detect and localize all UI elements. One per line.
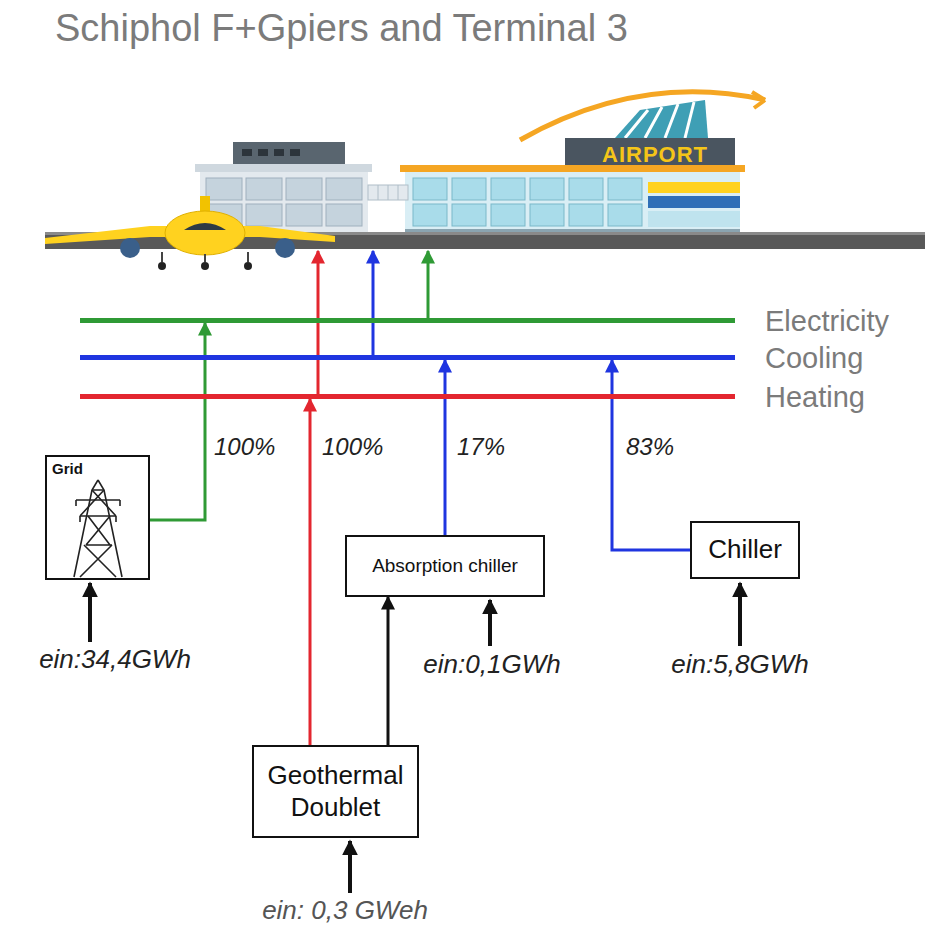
supply-line: Heating: [80, 394, 735, 399]
airplane: [201, 262, 209, 270]
pier-building: [274, 149, 284, 156]
percentage-label: 100%: [214, 433, 275, 462]
terminal-building: [491, 204, 525, 226]
terminal-building: [413, 178, 642, 226]
pylon-icon: [74, 480, 122, 577]
supply-arrow: [372, 251, 375, 355]
node-label: Grid: [52, 460, 83, 478]
pier-building: [368, 185, 408, 200]
flow-arrow: [612, 360, 690, 550]
terminal-building: [400, 138, 745, 245]
supply-line: Electricity: [80, 318, 735, 323]
arch-roof: [520, 92, 765, 140]
pier-building: [378, 185, 398, 200]
input-arrow: [488, 600, 492, 646]
percentage-label: 17%: [457, 433, 505, 462]
airplane: [244, 262, 252, 270]
pier-building: [246, 204, 282, 226]
pylon-icon: [80, 490, 116, 577]
node-label: Geothermal Doublet: [260, 760, 411, 822]
input-arrow: [348, 841, 352, 893]
percentage-label: 83%: [626, 433, 674, 462]
node-label: Electricity: [765, 303, 889, 338]
input-arrow: [738, 583, 742, 646]
terminal-building: [569, 178, 603, 200]
pier-building: [290, 149, 300, 156]
arch-roof: [520, 92, 765, 140]
terminal-building: [608, 204, 642, 226]
terminal-building: [648, 211, 740, 227]
pier-building: [206, 178, 242, 200]
equipment-box: Geothermal Doublet: [252, 745, 419, 838]
pylon-icon: [74, 480, 122, 577]
airplane: [165, 211, 245, 255]
airplane: [275, 238, 295, 258]
arch-roof: [625, 102, 694, 138]
pylon-icon: [76, 500, 120, 522]
flow-arrow: [444, 360, 447, 535]
equipment-box: Grid: [45, 455, 150, 580]
airplane: [45, 196, 335, 270]
terminal-building: [413, 178, 447, 200]
terminal-building: [648, 182, 740, 193]
pier-building: [286, 204, 322, 226]
percentage-label: 100%: [322, 433, 383, 462]
terminal-building: [530, 204, 564, 226]
pier-building: [258, 149, 268, 156]
terminal-building: [491, 178, 525, 200]
flow-arrow: [150, 323, 205, 520]
node-label: Absorption chiller: [372, 555, 518, 578]
pier-building: [286, 178, 322, 200]
pier-building: [326, 204, 362, 226]
pier-building: [195, 164, 372, 172]
terminal-building: [530, 178, 564, 200]
terminal-building: [452, 178, 486, 200]
input-arrow: [88, 583, 92, 642]
supply-line: Cooling: [80, 355, 735, 360]
diagram-title: Schiphol F+Gpiers and Terminal 3: [55, 6, 628, 52]
arch-roof: [615, 100, 708, 138]
airplane: [184, 223, 226, 230]
airplane: [120, 238, 140, 258]
sign-text: AIRPORT: [602, 142, 708, 168]
energy-input-label: ein:34,4GWh: [39, 644, 191, 675]
input-arrow: [90, 583, 740, 893]
pier-building: [233, 142, 345, 166]
flow-arrow: [387, 597, 390, 745]
node-label: Chiller: [708, 534, 782, 565]
airplane: [162, 252, 248, 262]
terminal-building: [648, 196, 740, 208]
pier-building: [326, 178, 362, 200]
equipment-box: Absorption chiller: [345, 535, 545, 597]
node-label: Cooling: [765, 340, 863, 375]
terminal-building: [569, 204, 603, 226]
node-label: Heating: [765, 379, 865, 414]
pier-building: [246, 178, 282, 200]
supply-arrow: [427, 251, 430, 318]
energy-input-label: ein:0,1GWh: [423, 649, 560, 680]
energy-input-label: ein: 0,3 GWeh: [262, 895, 428, 926]
energy-input-label: ein:5,8GWh: [671, 649, 808, 680]
pier-building: [242, 149, 252, 156]
pier-building: [242, 149, 300, 156]
terminal-building: [452, 204, 486, 226]
airplane: [158, 262, 166, 270]
terminal-building: [413, 204, 447, 226]
equipment-box: Chiller: [690, 521, 800, 579]
terminal-building: [608, 178, 642, 200]
arch-roof: [752, 92, 765, 108]
flow-arrow: [309, 399, 312, 745]
